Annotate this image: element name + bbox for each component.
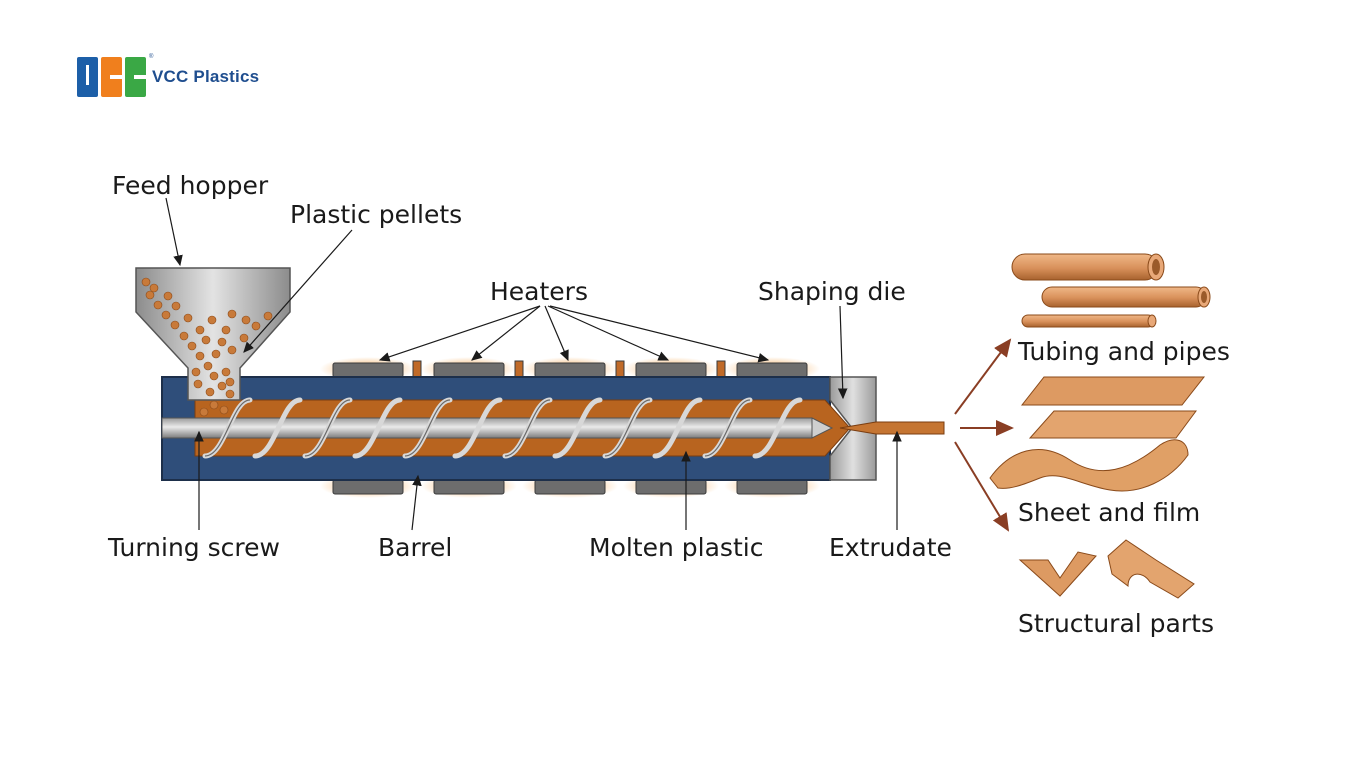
- tubing-pipes-illustration: [1011, 253, 1211, 328]
- label-structural-parts: Structural parts: [1018, 609, 1214, 638]
- registered-mark: ®: [149, 54, 154, 60]
- bottom-heaters: [332, 479, 808, 495]
- logo-tile-blue: [77, 57, 98, 97]
- top-heaters: [332, 360, 808, 378]
- label-heaters: Heaters: [490, 277, 588, 306]
- logo-mark: [77, 57, 146, 97]
- label-sheet-film: Sheet and film: [1018, 498, 1200, 527]
- label-extrudate: Extrudate: [829, 533, 952, 562]
- label-shaping-die: Shaping die: [758, 277, 906, 306]
- label-tubing-pipes: Tubing and pipes: [1017, 337, 1230, 366]
- output-arrows: [954, 338, 1014, 532]
- screw-tip: [811, 417, 834, 439]
- label-molten-plastic: Molten plastic: [589, 533, 763, 562]
- label-turning-screw: Turning screw: [107, 533, 280, 562]
- brand-logo[interactable]: ® VCC Plastics: [77, 54, 260, 98]
- label-plastic-pellets: Plastic pellets: [290, 200, 462, 229]
- structural-parts-illustration: [1018, 539, 1195, 599]
- label-barrel: Barrel: [378, 533, 452, 562]
- screw-shaft: [161, 417, 813, 439]
- feed-hopper: [135, 267, 291, 401]
- brand-name: VCC Plastics: [152, 67, 260, 86]
- plastic-pellets: [141, 277, 273, 417]
- logo-tile-orange: [101, 57, 122, 97]
- label-feed-hopper: Feed hopper: [112, 171, 269, 200]
- extrudate-strand: [839, 421, 945, 435]
- leader-lines: [165, 197, 902, 531]
- sheet-film-illustration: [989, 376, 1206, 492]
- logo-tile-green: [125, 57, 146, 97]
